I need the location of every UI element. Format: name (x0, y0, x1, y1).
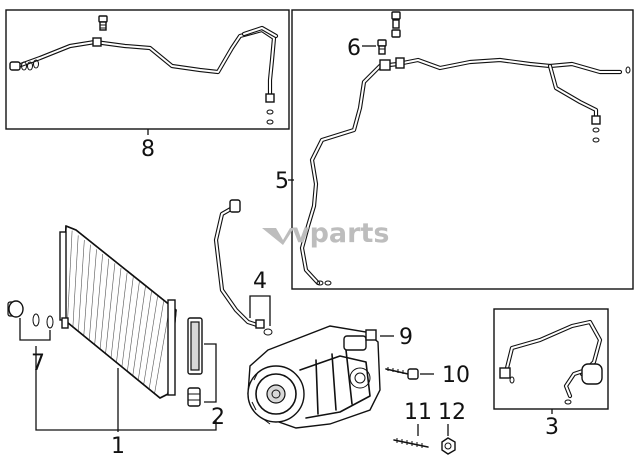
watermark-text: vparts (292, 218, 389, 249)
condenser-fin-line (132, 286, 146, 376)
part-2-desiccant[interactable] (187, 317, 203, 407)
callout-4: 4 (253, 269, 267, 294)
condenser-fin-line (88, 249, 97, 341)
callout-2: 2 (211, 405, 225, 430)
condenser-fin-line (137, 291, 152, 381)
part-3-suction-hose[interactable] (499, 319, 603, 405)
condenser-fin-line (105, 263, 116, 354)
condenser-fin-line (94, 253, 103, 345)
watermark-logo: vparts (262, 218, 389, 249)
callout-1: 1 (111, 434, 125, 459)
callout-3: 3 (545, 415, 559, 440)
callout-7: 7 (31, 351, 45, 376)
part-4-discharge-hose[interactable] (213, 199, 273, 336)
leader-1b (35, 346, 217, 431)
leader-2 (204, 343, 217, 403)
part-1-condenser[interactable] (59, 224, 177, 399)
part-11-stud[interactable] (393, 438, 429, 448)
part-5-valve-caps[interactable] (391, 11, 401, 38)
leader-7 (19, 318, 51, 341)
condenser-fin-line (72, 235, 79, 327)
condenser-fin-line (78, 239, 85, 332)
condenser-fins (67, 230, 171, 394)
part-12-nut[interactable] (441, 437, 456, 455)
callout-12: 12 (438, 400, 466, 425)
part-7-cap-and-orings[interactable] (7, 300, 54, 329)
callout-6: 6 (347, 36, 361, 61)
part-8-line[interactable] (9, 25, 279, 125)
condenser-fin-line (148, 300, 165, 390)
callout-10: 10 (442, 363, 470, 388)
callout-9: 9 (399, 325, 413, 350)
condenser-fin-line (143, 295, 158, 385)
callout-8: 8 (141, 137, 155, 162)
condenser-fin-line (99, 258, 110, 350)
condenser-fin-line (83, 244, 91, 336)
condenser-fin-line (116, 272, 128, 363)
callout-5: 5 (275, 169, 289, 194)
part-6-service-valve[interactable] (377, 39, 387, 55)
condenser-fin-line (67, 230, 73, 323)
condenser-fin-line (127, 281, 140, 372)
condenser-fin-line (110, 267, 122, 359)
part-3-frame (493, 308, 609, 410)
part-8-frame (5, 9, 290, 130)
part-8-service-valve[interactable] (98, 15, 108, 31)
condenser-fin-line (121, 277, 134, 367)
part-5-line[interactable] (299, 57, 631, 286)
part-9-compressor[interactable] (247, 325, 381, 429)
leader-4 (249, 295, 271, 326)
callout-11: 11 (404, 400, 432, 425)
part-5-frame (291, 9, 634, 290)
part-10-bolt[interactable] (385, 367, 419, 380)
